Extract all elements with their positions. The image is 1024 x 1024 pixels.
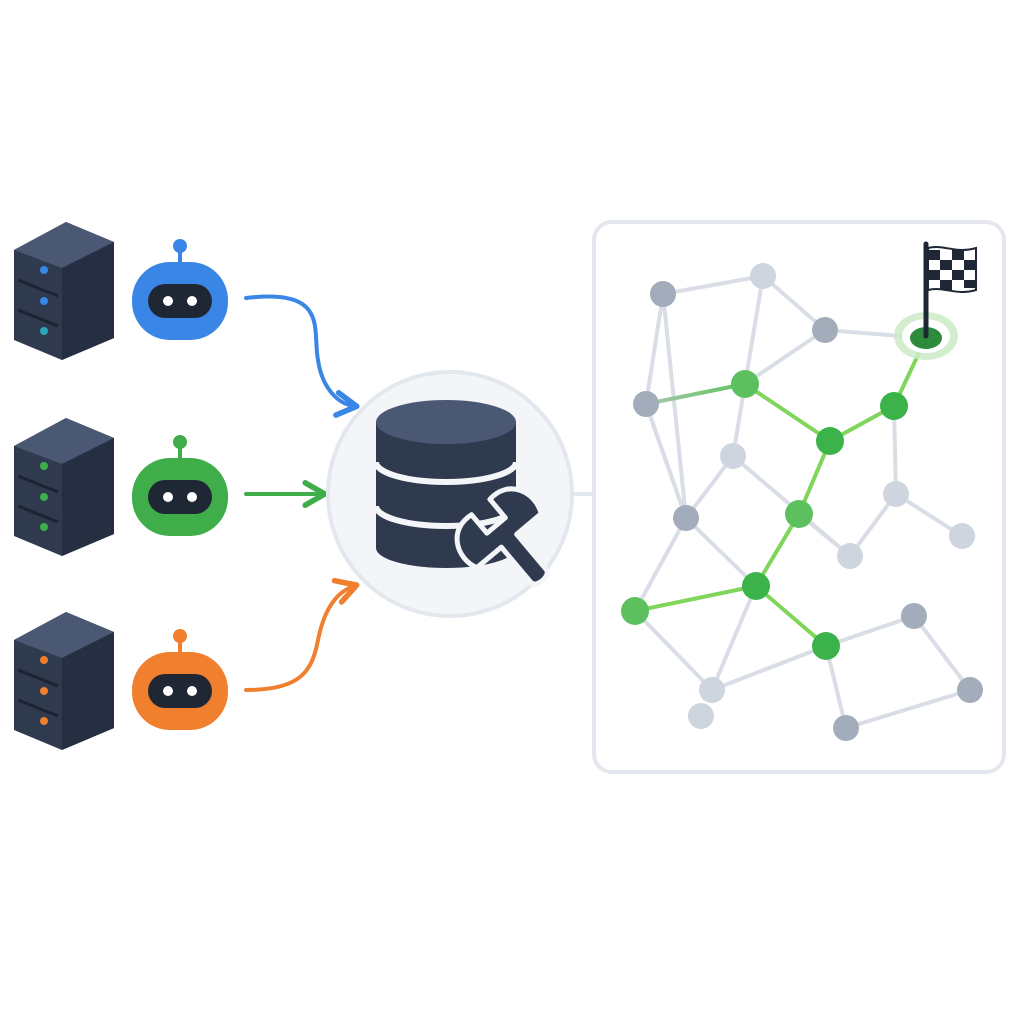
path-node	[621, 597, 649, 625]
graph-node	[633, 391, 659, 417]
graph-node	[650, 281, 676, 307]
graph-edge	[743, 274, 765, 386]
path-node	[880, 392, 908, 420]
robot-icon	[132, 239, 228, 340]
graph-node	[699, 677, 725, 703]
path-node	[731, 370, 759, 398]
graph-edge	[684, 516, 758, 588]
graph-node	[720, 443, 746, 469]
path-edge	[743, 382, 832, 443]
graph-node	[673, 505, 699, 531]
flow-arrow-orange	[244, 577, 360, 692]
graph-edge	[743, 328, 827, 386]
graph-node	[812, 317, 838, 343]
graph-node	[837, 543, 863, 569]
graph-edge	[912, 614, 972, 692]
graph-node	[949, 523, 975, 549]
graph-edge	[824, 614, 916, 648]
graph-node	[901, 603, 927, 629]
server-rack-icon	[14, 418, 114, 556]
graph-node	[883, 481, 909, 507]
robot-icon	[132, 629, 228, 730]
path-node	[812, 632, 840, 660]
graph-node	[833, 715, 859, 741]
path-node	[742, 572, 770, 600]
database-wrench-icon	[373, 400, 550, 587]
flow-arrow-blue	[244, 294, 360, 418]
graph-edge	[761, 274, 827, 332]
checkered-flag-icon	[923, 241, 977, 339]
graph-nodes	[621, 263, 983, 741]
graph-edge	[710, 644, 828, 692]
robot-icon	[132, 435, 228, 536]
path-edge	[633, 584, 758, 613]
path-edge	[644, 382, 747, 406]
graph-node	[750, 263, 776, 289]
graph-node	[688, 703, 714, 729]
graph-edge	[633, 516, 688, 613]
graph-edge	[633, 609, 714, 692]
graph-edge	[644, 292, 665, 406]
graph-edge	[644, 402, 688, 520]
graph-panel	[592, 220, 1006, 774]
graph-edge	[894, 492, 964, 538]
graph-edge	[661, 292, 688, 520]
path-node	[785, 500, 813, 528]
graph-edge	[710, 584, 758, 692]
graph-node	[957, 677, 983, 703]
server-rack-icon	[14, 222, 114, 360]
graph-edge	[844, 688, 972, 730]
path-node	[816, 427, 844, 455]
server-rack-icon	[14, 612, 114, 750]
path-edge	[754, 584, 828, 648]
graph-edge	[661, 274, 765, 296]
graph-edge	[824, 644, 848, 730]
graph-edge	[892, 404, 898, 496]
